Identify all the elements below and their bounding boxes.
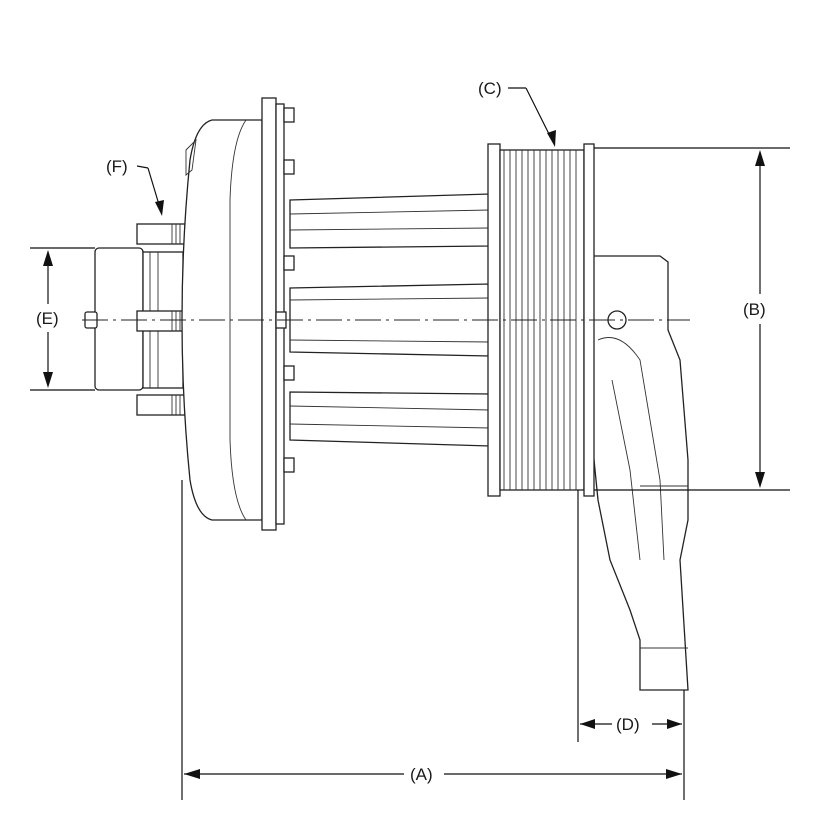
dimension-b: (B) — [743, 150, 766, 488]
label-c: (C) — [478, 79, 502, 98]
mounting-bracket — [589, 255, 689, 691]
dimension-a: (A) — [184, 765, 682, 784]
leader-c: (C) — [478, 79, 556, 147]
mounting-flange — [261, 97, 295, 531]
dimension-d: (D) — [580, 715, 682, 734]
label-f: (F) — [106, 157, 128, 176]
label-b: (B) — [743, 300, 766, 319]
dimension-e: (E) — [36, 250, 59, 388]
leader-f: (F) — [106, 157, 164, 216]
label-e: (E) — [36, 309, 59, 328]
support-rods — [289, 193, 491, 447]
label-d: (D) — [616, 715, 640, 734]
extension-lines — [30, 147, 790, 800]
label-a: (A) — [410, 765, 433, 784]
